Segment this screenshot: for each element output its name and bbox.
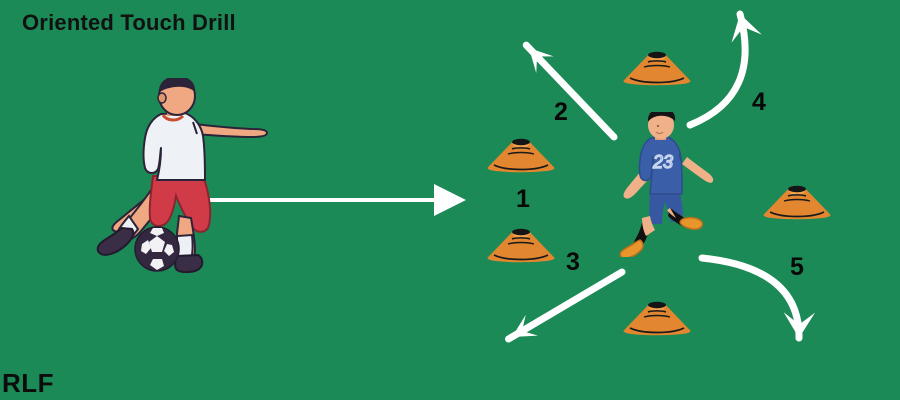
cone-top: [512, 138, 530, 146]
step-arrow-2-head: [529, 48, 554, 73]
step-arrow-5-head: [783, 312, 816, 338]
receiver-back-thigh: [642, 216, 655, 236]
cone-top: [623, 51, 691, 86]
cone-ring-upper: [511, 237, 531, 240]
step-arrow-3-shaft: [505, 268, 626, 343]
step-label-4: 4: [752, 88, 766, 116]
page-title: Oriented Touch Drill: [22, 10, 236, 35]
cone-base-line: [493, 254, 549, 261]
passer-sleeve-line: [192, 121, 198, 135]
passer-front-boot: [174, 253, 204, 273]
cone-ring-upper: [647, 310, 667, 313]
cone-ring-mid: [643, 64, 671, 68]
cone-top: [512, 228, 530, 236]
cone-base-line: [493, 164, 549, 171]
step-label-3: 3: [566, 248, 580, 276]
ball-patch-bottom: [150, 259, 164, 270]
step-arrow-3-head: [512, 314, 538, 337]
receiver-right-arm: [682, 157, 714, 183]
cone-bottom: [623, 301, 691, 336]
receiver-hair: [647, 112, 676, 122]
cone-ring-upper: [787, 194, 807, 197]
receiver-front-shin: [667, 208, 676, 218]
step-arrow-4-shaft: [686, 10, 749, 129]
receiver-jersey: [638, 136, 683, 195]
ball-patch-left: [141, 240, 151, 254]
step-arrow-4-head: [731, 14, 762, 43]
passer-collar: [161, 114, 185, 122]
step-label-1: 1: [516, 185, 530, 213]
step-label-5: 5: [790, 253, 804, 281]
cone-base-line: [629, 77, 685, 84]
cone-ring-mid: [507, 151, 535, 155]
cone-ring-mid: [507, 241, 535, 245]
receiver-jersey-number: 23: [652, 152, 673, 172]
receiving-player: 23: [619, 112, 714, 257]
passer-jersey: [142, 112, 206, 181]
step-arrow-2-shaft: [522, 41, 618, 141]
step-arrows-group: [505, 10, 816, 343]
cone-top: [648, 51, 666, 59]
cone-ring-mid: [643, 314, 671, 318]
receiver-front-boot: [679, 216, 704, 230]
cone-base-line: [629, 327, 685, 334]
cone-top: [648, 301, 666, 309]
cone-top: [788, 185, 806, 193]
receiver-mouth: [655, 131, 664, 135]
receiver-sleeve-left: [651, 155, 655, 163]
cone-left-bottom: [487, 228, 555, 263]
passer-rear-boot: [96, 226, 135, 256]
watermark: RLF: [2, 368, 55, 398]
ball-patch-top: [150, 228, 164, 236]
ball-patch-right: [164, 244, 174, 256]
cone-right: [763, 185, 831, 220]
passer-hair: [158, 78, 196, 93]
passer-ear: [157, 92, 167, 104]
passing-player: [96, 78, 268, 273]
receiver-head: [648, 112, 674, 139]
step-arrow-5-shaft: [698, 254, 803, 342]
passer-shorts: [148, 175, 212, 233]
cone-left-top: [487, 138, 555, 173]
cone-ring-mid: [783, 198, 811, 202]
ball-patch-center: [149, 236, 165, 252]
cone-base-line: [769, 211, 825, 218]
soccer-ball: [134, 226, 180, 272]
receiver-sleeve-right: [678, 153, 682, 162]
receiver-back-boot: [619, 239, 644, 257]
cone-ring-upper: [511, 147, 531, 150]
passer-front-arm: [193, 123, 268, 138]
step-label-2: 2: [554, 98, 568, 126]
cone-ring-upper: [647, 60, 667, 63]
